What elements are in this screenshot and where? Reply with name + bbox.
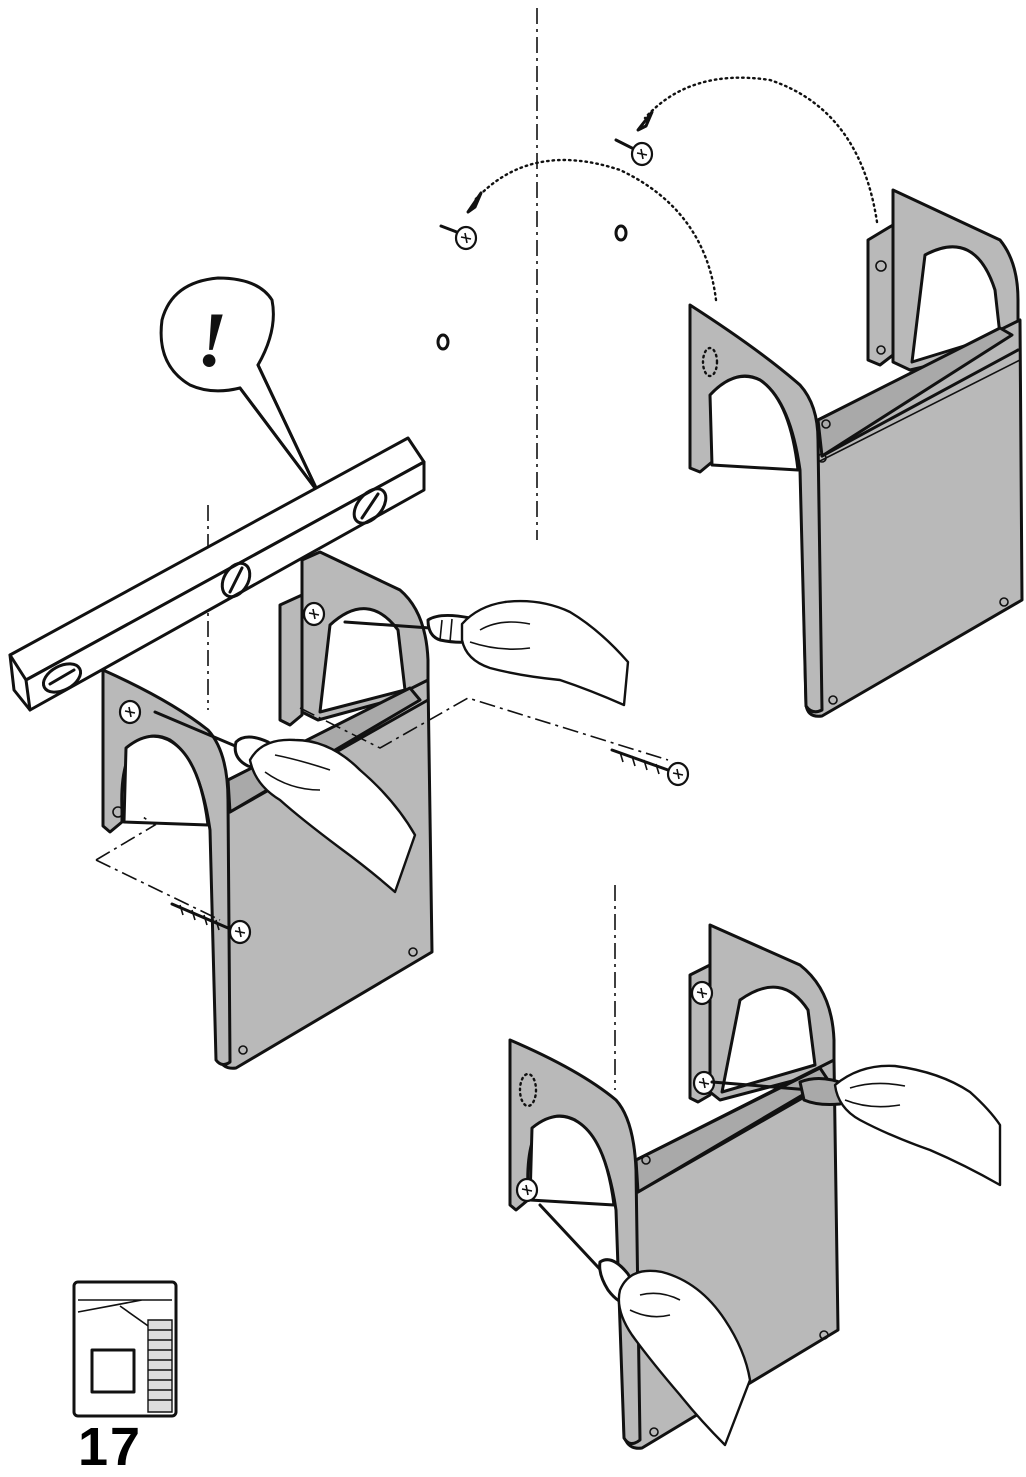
hand-icon <box>460 599 630 707</box>
wall-screws-loose <box>436 138 654 351</box>
wall-screws-left <box>95 601 690 945</box>
hand-icon <box>617 1269 752 1447</box>
hand-icon <box>833 1064 1002 1187</box>
removal-arrows <box>466 76 879 302</box>
location-thumbnail-icon <box>72 1280 178 1418</box>
shelf-unit-top-right <box>688 188 1024 718</box>
spirit-level-icon <box>8 436 426 712</box>
keyhole-bracket-icon <box>278 593 304 727</box>
step-number: 17 <box>78 1417 143 1477</box>
hand-icon <box>248 738 417 894</box>
wall-screw-icon <box>439 224 478 251</box>
wall-screw-icon <box>610 748 690 787</box>
keyhole-bracket-icon <box>866 223 895 367</box>
exclamation-callout-icon: ! <box>159 276 320 494</box>
wall-screw-icon <box>614 138 654 167</box>
wall-plug-icon <box>614 224 628 242</box>
wall-screw-icon <box>170 902 252 945</box>
callout-symbol: ! <box>197 296 227 383</box>
wall-plug-icon <box>436 333 450 351</box>
